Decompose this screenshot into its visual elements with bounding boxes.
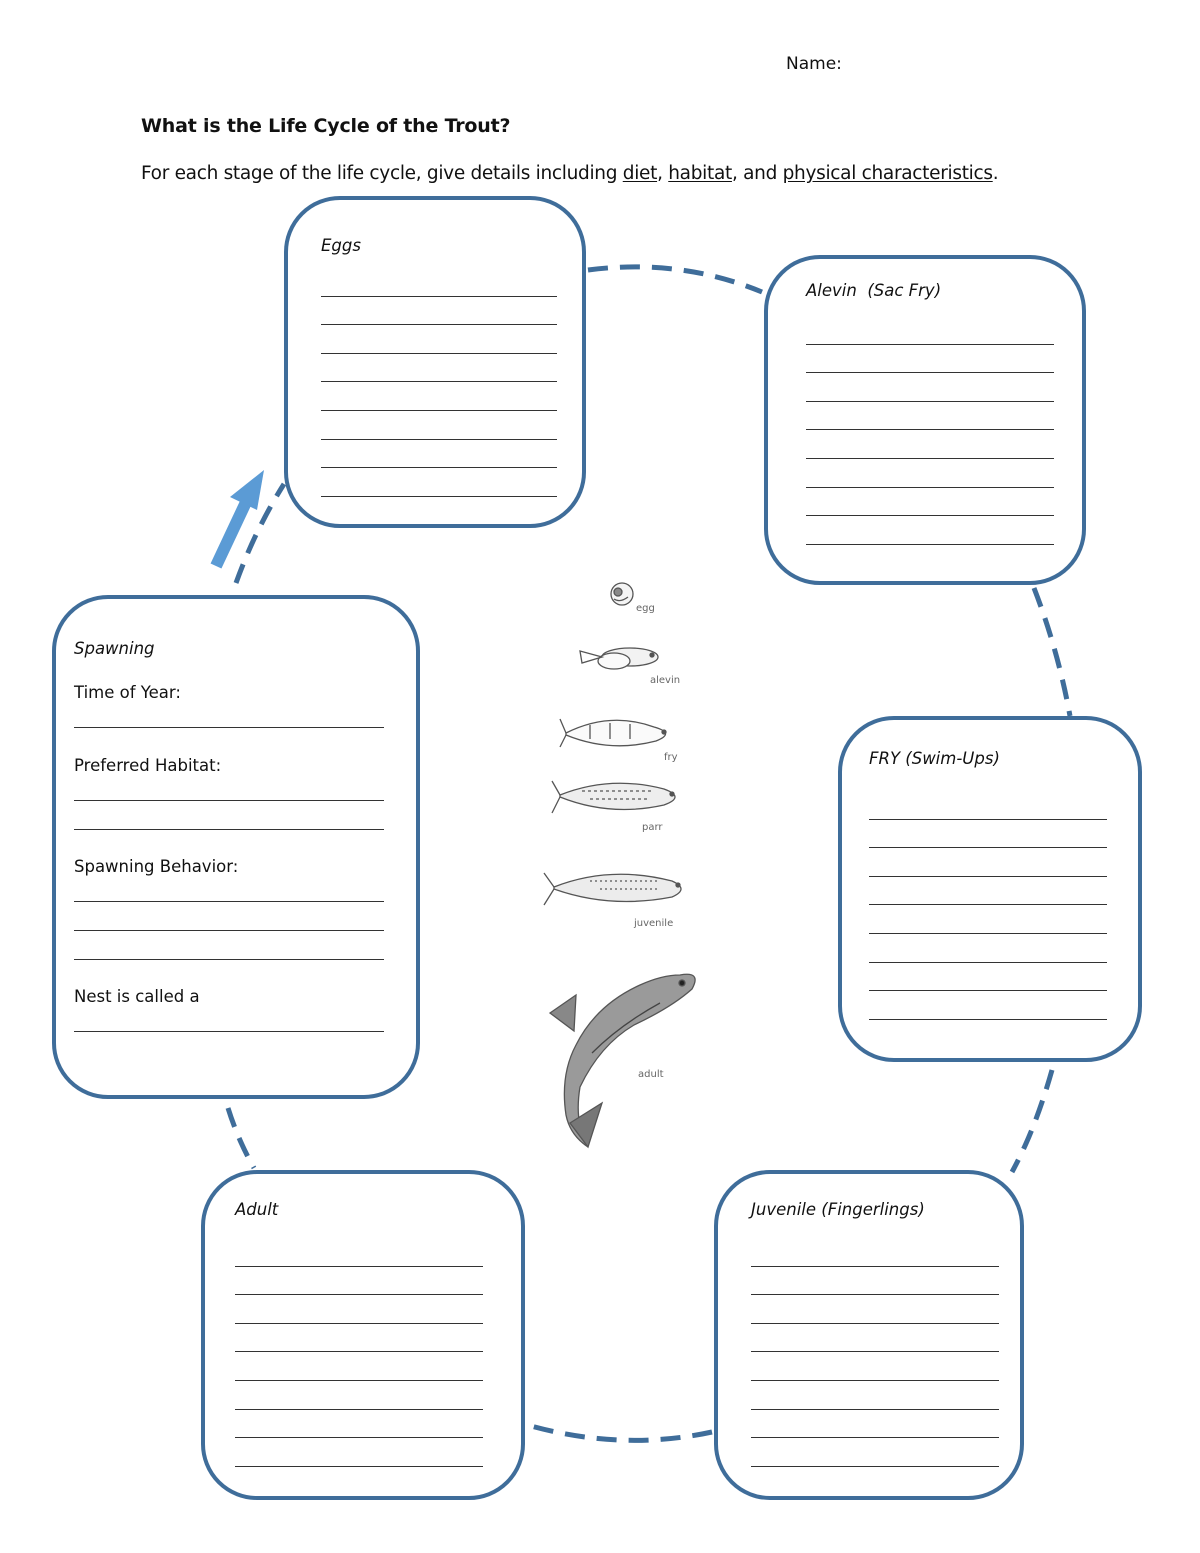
answer-line[interactable] [869,934,1107,963]
connector-spawning-eggs [233,482,287,584]
fry-label: fry [664,752,678,763]
egg-label: egg [636,603,655,614]
time-of-year-label: Time of Year: [74,683,181,702]
answer-line[interactable] [235,1267,483,1296]
parr-icon [551,780,676,814]
connector-eggs-alevin [587,264,763,295]
eggs-title: Eggs [321,236,361,255]
juvenile-answer-lines[interactable] [751,1246,999,1475]
eggs-answer-lines[interactable] [321,276,557,505]
connector-fry-juvenile [1009,1069,1055,1174]
keyword-habitat: habitat [668,163,732,184]
answer-line[interactable] [751,1410,999,1439]
fry-card: FRY (Swim-Ups) [838,716,1142,1062]
and-word: , and [731,163,783,184]
answer-line[interactable] [235,1352,483,1381]
answer-line[interactable] [321,325,557,354]
juvenile-title: Juvenile (Fingerlings) [751,1200,925,1219]
alevin-icon [579,647,659,670]
nest-blank[interactable] [74,1031,384,1032]
answer-line[interactable] [751,1352,999,1381]
fry-icon [559,718,667,748]
answer-line[interactable] [751,1295,999,1324]
answer-line[interactable] [751,1246,999,1267]
arrow-icon [210,470,264,569]
answer-line[interactable] [869,820,1107,849]
parr-label: parr [642,822,663,833]
instructions: For each stage of the life cycle, give d… [141,163,999,184]
answer-line[interactable] [235,1324,483,1353]
answer-line[interactable] [321,440,557,469]
adult-title: Adult [235,1200,279,1219]
spawning-behavior-blank-1[interactable] [74,901,384,902]
answer-line[interactable] [806,324,1054,345]
answer-line[interactable] [235,1438,483,1467]
eggs-card: Eggs [284,196,586,528]
spawning-behavior-label: Spawning Behavior: [74,857,239,876]
alevin-card: Alevin (Sac Fry) [764,255,1086,585]
answer-line[interactable] [806,402,1054,431]
period: . [992,163,999,184]
answer-line[interactable] [806,488,1054,517]
time-of-year-blank[interactable] [74,727,384,728]
answer-line[interactable] [235,1295,483,1324]
answer-line[interactable] [235,1381,483,1410]
juvenile-icon [543,872,682,906]
answer-line[interactable] [869,991,1107,1020]
fry-title: FRY (Swim-Ups) [869,749,1000,768]
alevin-title: Alevin (Sac Fry) [806,281,942,300]
answer-line[interactable] [321,354,557,383]
answer-line[interactable] [806,345,1054,374]
page-title: What is the Life Cycle of the Trout? [141,115,511,137]
preferred-habitat-blank-2[interactable] [74,829,384,830]
spawning-title: Spawning [74,639,155,658]
comma-1: , [657,163,669,184]
answer-line[interactable] [751,1267,999,1296]
egg-icon [610,582,634,606]
instructions-prefix: For each stage of the life cycle, give d… [141,163,623,184]
answer-line[interactable] [751,1381,999,1410]
answer-line[interactable] [321,411,557,440]
juvenile-card: Juvenile (Fingerlings) [714,1170,1024,1500]
adult-trout-icon [548,973,696,1149]
connector-alevin-fry [1031,587,1073,717]
answer-line[interactable] [869,905,1107,934]
answer-line[interactable] [235,1246,483,1267]
juvenile-label: juvenile [634,918,674,929]
answer-line[interactable] [321,297,557,326]
spawning-behavior-blank-2[interactable] [74,930,384,931]
alevin-answer-lines[interactable] [806,324,1054,553]
answer-line[interactable] [869,799,1107,820]
fry-answer-lines[interactable] [869,799,1107,1028]
preferred-habitat-blank-1[interactable] [74,800,384,801]
answer-line[interactable] [751,1324,999,1353]
alevin-label: alevin [650,675,681,686]
adult-answer-lines[interactable] [235,1246,483,1475]
answer-line[interactable] [869,963,1107,992]
connector-juvenile-adult [523,1421,713,1443]
trout-life-stages-illustration [543,582,696,1149]
answer-line[interactable] [751,1438,999,1467]
keyword-diet: diet [622,163,658,184]
answer-line[interactable] [806,516,1054,545]
answer-line[interactable] [321,468,557,497]
spawning-behavior-blank-3[interactable] [74,959,384,960]
adult-card: Adult [201,1170,525,1500]
keyword-physical: physical characteristics [782,163,993,184]
answer-line[interactable] [235,1410,483,1439]
answer-line[interactable] [806,430,1054,459]
nest-label: Nest is called a [74,987,200,1006]
answer-line[interactable] [869,877,1107,906]
spawning-card: Spawning Time of Year: Preferred Habitat… [52,595,420,1099]
answer-line[interactable] [806,459,1054,488]
adult-label: adult [638,1069,664,1080]
answer-line[interactable] [321,276,557,297]
connector-adult-spawning [225,1107,257,1170]
answer-line[interactable] [806,373,1054,402]
answer-line[interactable] [869,848,1107,877]
name-label: Name: [786,54,842,74]
answer-line[interactable] [321,382,557,411]
preferred-habitat-label: Preferred Habitat: [74,756,222,775]
